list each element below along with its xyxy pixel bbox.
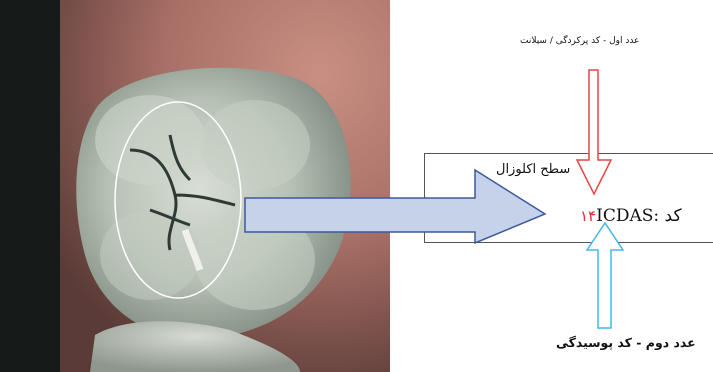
pointer-arrow [245, 170, 545, 243]
cyan-up-arrow [587, 223, 623, 328]
red-down-arrow [577, 70, 611, 194]
